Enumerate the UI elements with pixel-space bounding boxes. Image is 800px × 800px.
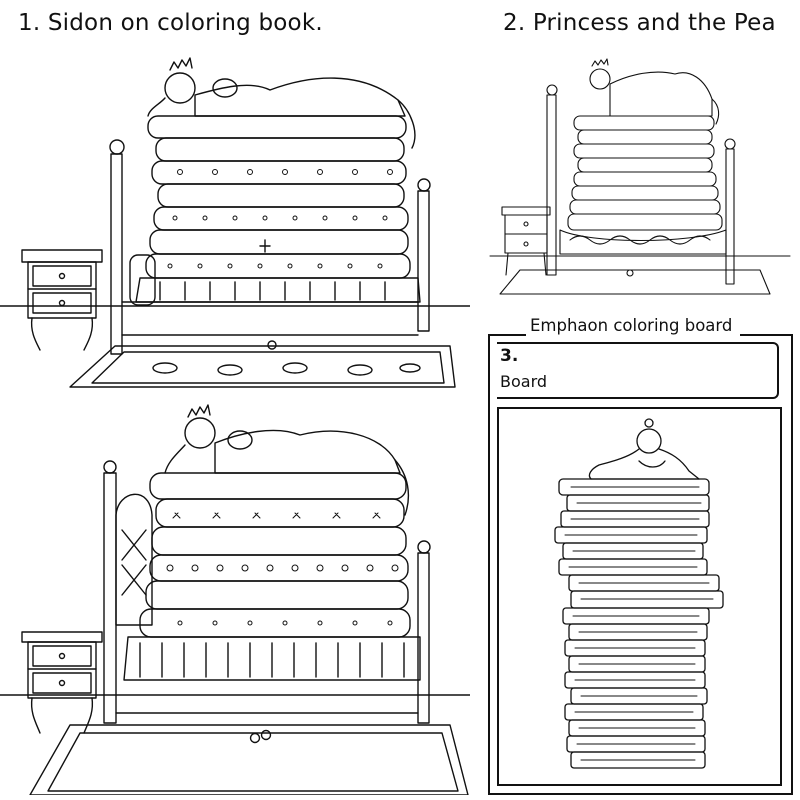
peas [249,729,272,744]
pea [626,269,634,277]
mattress-stack [135,115,421,303]
coloring-board-frame [488,335,793,795]
panel-2-heading: 2. Princess and the Pea [503,10,776,36]
nightstand [501,206,551,276]
pea [267,340,277,350]
panel-1-heading: 1. Sidon on coloring book. [18,10,323,36]
nightstand [21,631,103,734]
rug [29,724,469,795]
book-stack [554,478,724,769]
board-frame-top-right [740,334,793,336]
princess [589,58,720,125]
board-frame-top-left [488,334,526,336]
princess-on-book-stack-illustration [554,418,724,769]
mattress-stack [567,115,723,231]
princess-on-mattress-stack-bottom-illustration [0,404,470,795]
bed-frame [103,460,431,724]
nightstand [21,249,103,351]
princess [147,57,416,149]
bed-frame [109,139,431,355]
rug [69,345,456,388]
board-number: 3. [500,346,519,366]
board-drawing-area [497,407,782,786]
board-label: Board [500,372,548,391]
board-header-box [497,342,779,399]
rug [499,269,771,295]
princess [588,418,700,480]
coloring-board-title: Emphaon coloring board [530,316,733,335]
mattress-stack [123,472,421,681]
princess-on-mattress-stack-small-illustration [489,58,791,295]
bed-frame [546,84,736,285]
princess-on-mattress-stack-illustration [0,57,470,388]
princess [164,404,410,516]
